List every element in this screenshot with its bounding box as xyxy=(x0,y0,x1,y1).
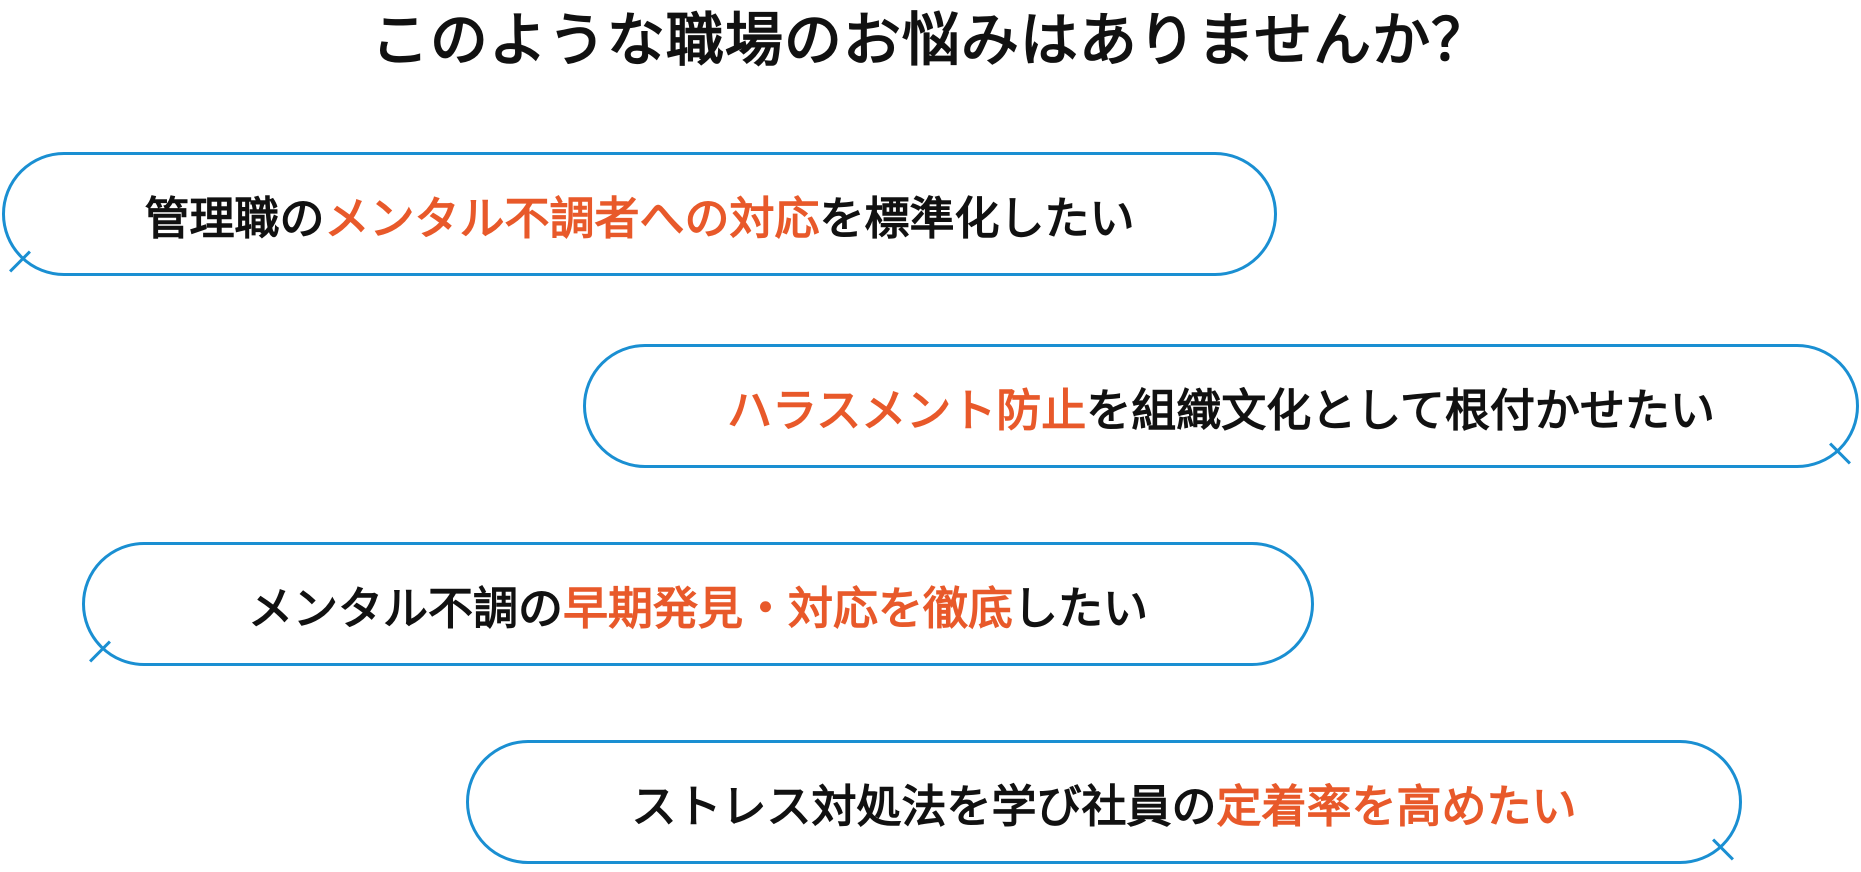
page-title: このような職場のお悩みはありませんか？ xyxy=(370,6,1491,74)
speech-bubble-3: メンタル不調の早期発見・対応を徹底したい xyxy=(82,542,1314,666)
bubble-1-text-2: を標準化したい xyxy=(819,191,1135,245)
bubble-1-text-1: 管理職の xyxy=(144,191,325,245)
bubble-3-text-1: メンタル不調の xyxy=(247,581,563,635)
bubble-4-highlight: 定着率を高めたい xyxy=(1216,779,1577,833)
bubble-1-highlight: メンタル不調者への対応 xyxy=(324,191,820,245)
bubble-3-highlight: 早期発見・対応を徹底 xyxy=(562,581,1013,635)
speech-bubble-4: ストレス対処法を学び社員の定着率を高めたい xyxy=(466,740,1742,864)
bubble-4-text-1: ストレス対処法を学び社員の xyxy=(631,779,1217,833)
bubble-2-text-1: を組織文化として根付かせたい xyxy=(1086,383,1715,437)
bubble-2-highlight: ハラスメント防止 xyxy=(727,383,1087,437)
bubble-3-text-2: したい xyxy=(1013,581,1149,635)
speech-bubble-1: 管理職のメンタル不調者への対応を標準化したい xyxy=(2,152,1277,276)
speech-bubble-2: ハラスメント防止を組織文化として根付かせたい xyxy=(583,344,1859,468)
